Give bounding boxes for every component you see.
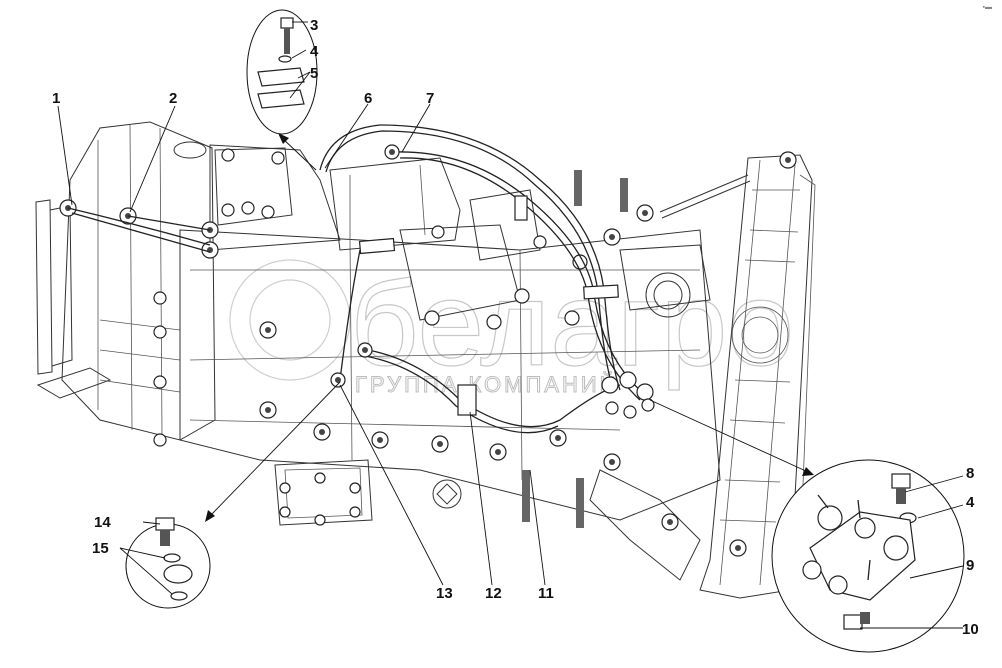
gearbox-body [35,121,816,599]
range-valve [329,157,461,251]
pipe-clamp [583,284,619,300]
callout-9: 9 [966,557,974,574]
callout-7: 7 [426,90,434,107]
watermark-subtitle: ГРУППА КОМПАНИЙ [355,372,619,397]
washer-15-upper [163,553,181,563]
callout-labels: 1 2 3 4 5 6 7 8 4 9 10 11 12 13 14 15 [52,17,979,638]
callout-4-detail: 4 [966,494,975,511]
callout-8: 8 [966,465,974,482]
bolt-8-head [891,473,911,489]
distribution-block-installed [601,371,655,419]
pipe-1 [67,207,211,246]
clamp-half-upper [257,67,305,87]
pto-cover [274,459,373,526]
fasteners [59,148,797,557]
valve [457,384,477,416]
bolt-3-shank [284,28,290,54]
top-cover-plate [214,147,293,226]
pipe-7 [394,151,646,396]
clutch-housing [61,121,216,441]
washer-15-lower [170,591,188,601]
leader-lines [57,21,964,629]
pipe-2 [127,215,211,231]
pipe-clamp [514,195,528,221]
pipe-vertical [339,249,361,381]
callout-11: 11 [538,585,554,602]
callout-14: 14 [94,514,111,531]
detail-manifold [771,459,965,653]
pipe-6 [319,124,621,391]
callout-3: 3 [310,17,318,34]
stud [522,470,530,522]
callout-12: 12 [485,585,502,602]
callout-6: 6 [364,90,372,107]
rear-end-plate [699,154,813,599]
callout-4: 4 [310,43,319,60]
callout-1: 1 [52,90,60,107]
callout-5: 5 [310,65,318,82]
input-flange [35,199,53,375]
detail-clamp [246,9,318,135]
washer-4 [278,55,292,63]
main-case [179,229,721,521]
detail-banjo [125,517,211,609]
callout-13: 13 [436,585,453,602]
watermark-logo-ring-inner [249,279,331,361]
bolt-14-shank [160,530,170,546]
pipe-clamp [358,237,396,255]
watermark: белагро ГРУППА КОМПАНИЙ [229,256,795,398]
bolt-8-shank [896,488,906,504]
plug-10 [843,614,863,630]
pipe-13 [367,349,621,428]
drain-plug [432,479,462,509]
rear-cover [619,244,711,311]
corner-mark: ▪▬ [982,4,992,11]
bolt-3-head [280,17,294,29]
banjo-fitting [163,564,193,584]
air-lines [67,124,655,434]
callout-2: 2 [169,90,177,107]
callout-15: 15 [92,540,109,557]
watermark-logo-ring [229,259,351,381]
callout-10: 10 [962,621,979,638]
